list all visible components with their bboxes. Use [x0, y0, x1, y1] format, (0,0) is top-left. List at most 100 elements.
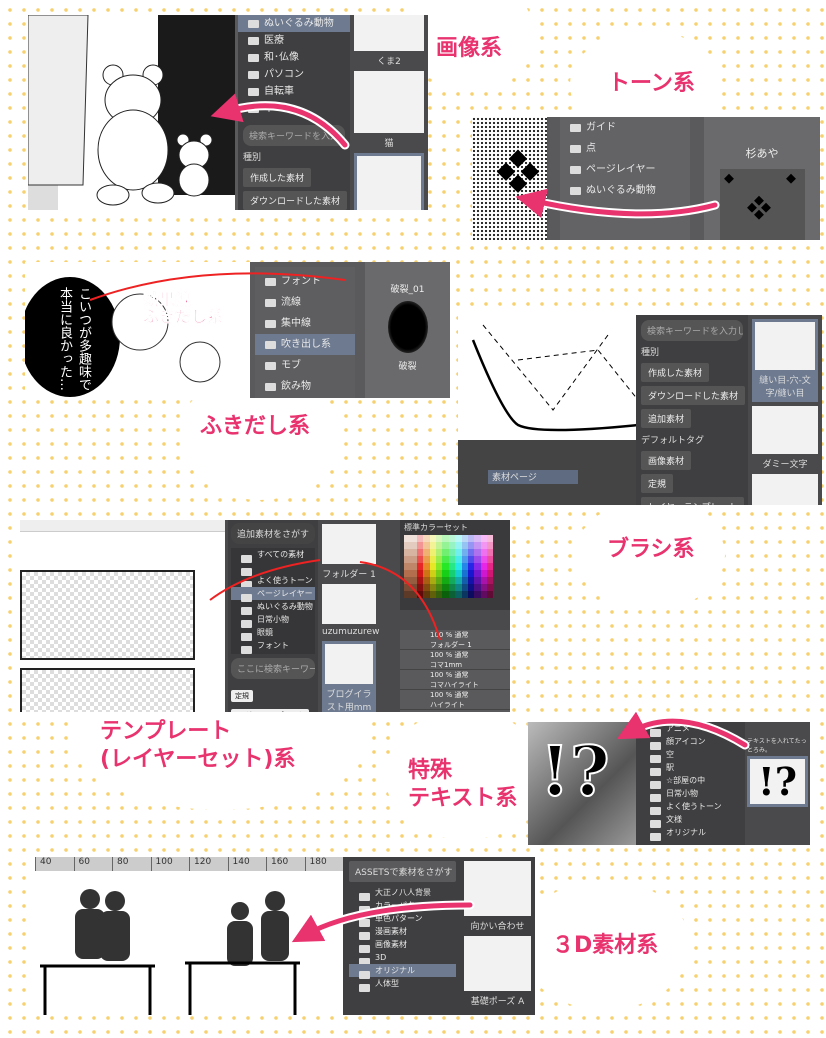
color-swatch[interactable]	[461, 556, 468, 563]
tag-button[interactable]: レイヤーテンプレート	[641, 497, 745, 505]
color-swatch[interactable]	[455, 591, 462, 598]
folder-item[interactable]: フォント	[255, 271, 355, 292]
color-swatch[interactable]	[467, 535, 475, 542]
color-swatch[interactable]	[487, 535, 494, 542]
color-swatch[interactable]	[474, 577, 481, 584]
color-swatch[interactable]	[467, 556, 475, 563]
color-swatch[interactable]	[461, 591, 468, 598]
color-swatch[interactable]	[410, 542, 417, 549]
folder-item[interactable]: カラーパターン	[349, 899, 456, 914]
color-swatch[interactable]	[448, 570, 456, 577]
color-swatch[interactable]	[455, 577, 462, 584]
color-swatch[interactable]	[404, 535, 411, 542]
tag-button[interactable]: 作成した素材	[641, 363, 710, 382]
burst-thumbnail[interactable]	[387, 301, 428, 353]
tag-button[interactable]: 定規	[231, 690, 253, 702]
folder-item[interactable]: 人体型	[349, 977, 456, 992]
color-swatch[interactable]	[455, 556, 462, 563]
color-swatch[interactable]	[416, 556, 424, 563]
color-swatch[interactable]	[429, 542, 436, 549]
color-swatch[interactable]	[455, 549, 462, 556]
material-thumbnail[interactable]	[752, 474, 818, 505]
tag-button[interactable]: 定規	[641, 474, 674, 493]
color-swatch[interactable]	[455, 570, 462, 577]
folder-item[interactable]: 医療	[238, 32, 350, 49]
color-swatch[interactable]	[455, 542, 462, 549]
color-swatch[interactable]	[487, 563, 494, 570]
color-swatch[interactable]	[404, 556, 411, 563]
folder-item[interactable]: 点	[560, 138, 690, 159]
color-swatch[interactable]	[423, 549, 430, 556]
color-swatch[interactable]	[480, 542, 488, 549]
tag-button[interactable]: 画像素材	[641, 451, 692, 470]
color-swatch[interactable]	[480, 570, 488, 577]
folder-item[interactable]: ぬいぐるみ動物	[231, 600, 315, 615]
color-swatch[interactable]	[448, 591, 456, 598]
folder-item[interactable]: 画像素材	[349, 938, 456, 953]
material-thumbnail[interactable]: 縫い目-穴-文字/縫い目	[752, 319, 818, 402]
material-thumbnail[interactable]: 猫	[354, 71, 424, 149]
color-swatch[interactable]	[487, 542, 494, 549]
color-swatch[interactable]	[442, 577, 449, 584]
color-swatch[interactable]	[455, 535, 462, 542]
color-swatch[interactable]	[474, 556, 481, 563]
folder-item[interactable]: モブ	[255, 355, 355, 376]
color-swatch[interactable]	[480, 577, 488, 584]
color-swatch[interactable]	[442, 591, 449, 598]
color-swatch[interactable]	[416, 535, 424, 542]
color-swatch[interactable]	[442, 542, 449, 549]
material-thumbnail[interactable]: くま2	[354, 15, 424, 67]
folder-item[interactable]: すべての素材	[231, 548, 315, 563]
material-thumbnail[interactable]: ブログイラスト用mm	[322, 641, 376, 712]
color-swatch[interactable]	[404, 542, 411, 549]
color-swatch[interactable]	[474, 535, 481, 542]
color-swatch[interactable]	[474, 549, 481, 556]
folder-item[interactable]: アニメ	[640, 722, 745, 737]
color-swatch[interactable]	[442, 549, 449, 556]
color-swatch[interactable]	[410, 549, 417, 556]
color-swatch[interactable]	[442, 584, 449, 591]
color-swatch[interactable]	[416, 542, 424, 549]
tag-button[interactable]: 追加素材	[641, 409, 692, 428]
folder-item[interactable]: 日常小物	[231, 613, 315, 628]
color-swatch[interactable]	[435, 556, 443, 563]
color-swatch[interactable]	[461, 570, 468, 577]
folder-item[interactable]: よく使うトーン	[231, 574, 315, 589]
color-swatch[interactable]	[448, 549, 456, 556]
text-thumbnail[interactable]: !?	[747, 756, 808, 807]
folder-item[interactable]: 単色パターン	[349, 912, 456, 927]
color-swatch[interactable]	[448, 535, 456, 542]
color-swatch[interactable]	[474, 591, 481, 598]
color-swatch[interactable]	[480, 535, 488, 542]
folder-item[interactable]: 漫画素材	[349, 925, 456, 940]
color-swatch[interactable]	[480, 591, 488, 598]
color-swatch[interactable]	[487, 570, 494, 577]
color-swatch[interactable]	[455, 563, 462, 570]
search-input[interactable]: ここに検索キーワードを入力	[231, 658, 315, 679]
color-swatch[interactable]	[487, 591, 494, 598]
folder-item[interactable]: ☆部屋の中	[640, 774, 745, 789]
color-swatch[interactable]	[404, 549, 411, 556]
color-swatch[interactable]	[461, 535, 468, 542]
color-swatch[interactable]	[461, 563, 468, 570]
material-thumbnail[interactable]: uzumuzurew	[322, 584, 379, 637]
folder-item[interactable]: 眼鏡	[231, 626, 315, 641]
color-swatch[interactable]	[487, 577, 494, 584]
color-swatch[interactable]	[448, 556, 456, 563]
folder-item[interactable]: パソコン	[238, 66, 350, 83]
color-swatch[interactable]	[461, 584, 468, 591]
layer-row[interactable]: 100 % 通常コマハイライト	[400, 670, 510, 690]
color-swatch[interactable]	[461, 542, 468, 549]
tag-button[interactable]: ダウンロードした素材	[243, 191, 348, 210]
color-swatch[interactable]	[487, 556, 494, 563]
material-thumbnail[interactable]: くま	[354, 153, 424, 210]
folder-item[interactable]: 集中線	[255, 313, 355, 334]
folder-item[interactable]: 吹き出し系	[255, 334, 355, 355]
color-swatch[interactable]	[429, 535, 436, 542]
folder-item[interactable]: 大正ノ八人背景	[349, 886, 456, 901]
color-swatch[interactable]	[480, 556, 488, 563]
folder-item[interactable]: 日常小物	[640, 787, 745, 802]
color-swatch[interactable]	[435, 542, 443, 549]
material-page-tab[interactable]: 素材ページ	[488, 470, 578, 484]
color-swatch[interactable]	[487, 584, 494, 591]
